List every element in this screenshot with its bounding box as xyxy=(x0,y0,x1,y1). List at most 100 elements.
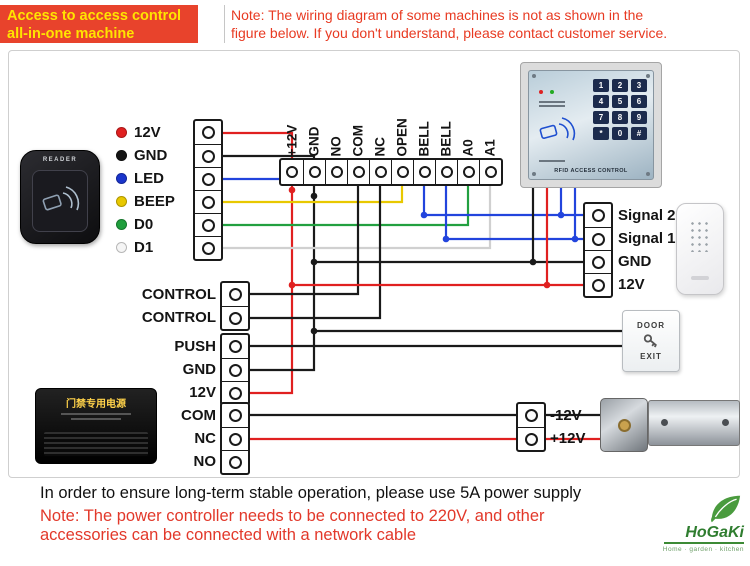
terminal-screw-icon xyxy=(308,166,321,178)
terminal-cell xyxy=(391,160,413,184)
screw-icon xyxy=(646,74,650,78)
strip-label: COM xyxy=(350,125,366,157)
relay-label: COM xyxy=(181,407,216,424)
exit-button-top-label: DOOR xyxy=(637,321,665,330)
keypad-text-bar xyxy=(539,101,565,103)
reader-terminal-dot-1 xyxy=(116,150,127,161)
terminal-screw-icon xyxy=(228,340,242,353)
terminal-screw-icon xyxy=(330,166,343,178)
footer-line: In order to ensure long-term stable oper… xyxy=(40,484,582,502)
signal-label: GND xyxy=(618,253,652,270)
signal-label: Signal 2 xyxy=(618,207,676,224)
door-exit-button-device: DOOR EXIT xyxy=(622,310,680,372)
terminal-cell xyxy=(195,167,221,190)
power-supply-text-bar xyxy=(61,413,131,415)
status-led-icon xyxy=(550,90,555,94)
control-terminal-block xyxy=(220,281,250,331)
keypad-key: 2 xyxy=(612,79,628,92)
electric-lock-bar xyxy=(648,400,740,446)
terminal-cell xyxy=(435,160,457,184)
strip-label: A0 xyxy=(460,139,476,157)
terminal-screw-icon xyxy=(228,311,242,325)
rfid-keypad-device: 1 2 3 4 5 6 7 8 9 * 0 # RFID ACCESS CONT… xyxy=(520,62,662,188)
main-terminal-strip xyxy=(279,158,503,186)
terminal-cell xyxy=(222,306,248,329)
terminal-cell xyxy=(222,381,248,404)
strip-label: NO xyxy=(328,136,344,157)
terminal-cell xyxy=(518,427,544,450)
junction-dot xyxy=(529,258,537,266)
keypad-key: 0 xyxy=(612,127,628,140)
strip-label: NC xyxy=(372,137,388,157)
keypad-key: 7 xyxy=(593,111,609,124)
keypad-key: * xyxy=(593,127,609,140)
wire-reader-12v xyxy=(212,131,294,395)
reader-terminal-dot-3 xyxy=(116,196,127,207)
reader-terminal-label: GND xyxy=(134,147,168,164)
junction-dot xyxy=(310,327,318,335)
terminal-screw-icon xyxy=(201,241,215,255)
terminal-screw-icon xyxy=(228,409,242,422)
terminal-cell xyxy=(195,236,221,259)
screw-icon xyxy=(532,74,536,78)
terminal-screw-icon xyxy=(591,209,605,222)
terminal-screw-icon xyxy=(396,166,409,178)
relay-label: NC xyxy=(194,430,216,447)
electric-lock-body xyxy=(600,398,648,452)
terminal-screw-icon xyxy=(591,255,605,269)
reader-screen xyxy=(32,170,88,232)
wire-control-1 xyxy=(240,176,360,296)
lock-power-label: -12V xyxy=(550,407,582,424)
junction-dot xyxy=(310,258,318,266)
terminal-screw-icon xyxy=(591,278,605,292)
reader-terminal-block xyxy=(193,119,223,261)
brand-tagline: Home · garden · kitchen xyxy=(662,545,744,553)
brand-rule xyxy=(664,542,744,544)
keypad-key: # xyxy=(631,127,647,140)
junction-dot xyxy=(557,211,565,219)
strip-label: BELL xyxy=(438,121,454,157)
junction-dots xyxy=(288,186,579,335)
keypad-text-bar xyxy=(539,160,565,162)
control-label: CONTROL xyxy=(141,286,216,303)
rfid-reader-device: READER xyxy=(20,150,100,244)
terminal-cell xyxy=(195,190,221,213)
terminal-screw-icon xyxy=(201,218,215,232)
brand-name: HoGaKi xyxy=(685,524,744,541)
screw-icon xyxy=(661,419,668,426)
keypad-panel: 1 2 3 4 5 6 7 8 9 * 0 # RFID ACCESS CONT… xyxy=(528,70,654,180)
terminal-cell xyxy=(325,160,347,184)
terminal-cell xyxy=(369,160,391,184)
reader-terminal-dot-0 xyxy=(116,127,127,138)
terminal-screw-icon xyxy=(352,166,365,178)
terminal-screw-icon xyxy=(228,455,242,469)
screw-icon xyxy=(722,419,729,426)
keypad-text-bar xyxy=(539,105,565,107)
reader-terminal-dot-5 xyxy=(116,242,127,253)
terminal-screw-icon xyxy=(228,288,242,301)
push-label: PUSH xyxy=(174,338,216,355)
brand-logo: HoGaKi Home · garden · kitchen xyxy=(648,494,744,553)
terminal-screw-icon xyxy=(201,172,215,186)
header-note-line-1: Note: The wiring diagram of some machine… xyxy=(231,7,644,23)
terminal-cell xyxy=(479,160,501,184)
junction-dot xyxy=(543,281,551,289)
terminal-cell xyxy=(457,160,479,184)
terminal-cell xyxy=(195,144,221,167)
signal-label: 12V xyxy=(618,276,645,293)
junction-dot xyxy=(310,192,318,200)
leaf-logo-icon xyxy=(711,495,741,523)
reader-terminal-dot-2 xyxy=(116,173,127,184)
strip-label: A1 xyxy=(482,139,498,157)
reader-terminal-label: 12V xyxy=(134,124,161,141)
keypad-left-zone xyxy=(539,81,577,164)
lock-power-label: +12V xyxy=(550,430,586,447)
terminal-screw-icon xyxy=(418,166,431,178)
header-divider xyxy=(224,5,225,43)
keypad-key: 6 xyxy=(631,95,647,108)
terminal-screw-icon xyxy=(524,432,538,446)
title-line-1: Access to access control xyxy=(7,8,182,24)
keypad-key: 5 xyxy=(612,95,628,108)
control-label: CONTROL xyxy=(141,309,216,326)
terminal-cell xyxy=(585,273,611,296)
